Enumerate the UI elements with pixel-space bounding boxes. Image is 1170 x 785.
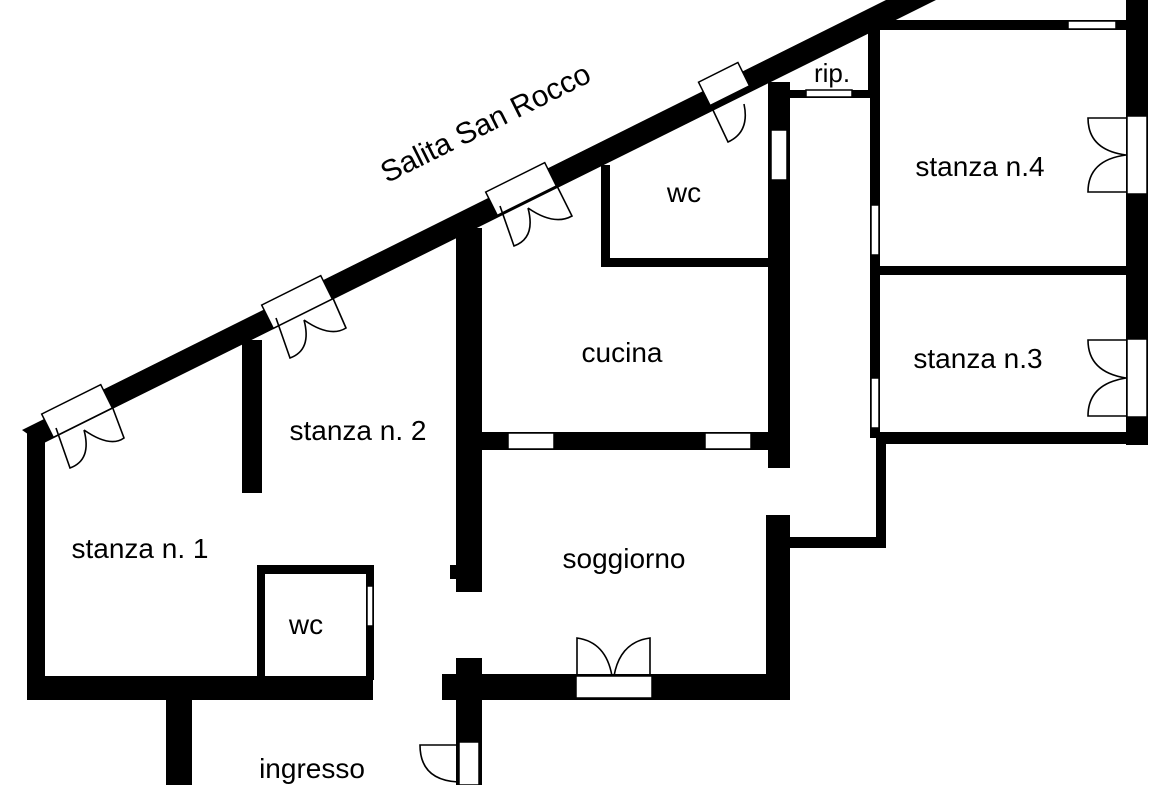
window-facade-1 bbox=[40, 383, 114, 439]
partition-stanza1-2 bbox=[242, 340, 262, 493]
window-east-stanza3 bbox=[1126, 338, 1148, 418]
wc1-west-wall bbox=[257, 565, 265, 680]
wc2-south-wall bbox=[601, 258, 776, 267]
soggiorno-step-wall bbox=[766, 537, 886, 548]
window-facade-2 bbox=[260, 274, 334, 330]
ingresso-east-wall-top bbox=[456, 658, 482, 678]
ingresso-west-wall bbox=[166, 696, 192, 785]
room-label-soggiorno: soggiorno bbox=[563, 543, 686, 574]
window-facade-4 bbox=[697, 61, 751, 107]
south-west-wall bbox=[27, 676, 373, 700]
wc1-top-wall bbox=[257, 565, 374, 574]
stanza3-south-wall bbox=[876, 432, 1148, 444]
door-swing-stanza1 bbox=[55, 405, 125, 470]
north-wall bbox=[868, 20, 1148, 30]
walls bbox=[22, 0, 1148, 785]
window-stanza3-west bbox=[870, 377, 880, 429]
window-soggiorno-door bbox=[575, 675, 653, 699]
east-wall bbox=[1126, 0, 1148, 445]
soggiorno-east-wall bbox=[766, 515, 790, 700]
door-swing-stanza2 bbox=[275, 295, 348, 360]
room-label-ingresso: ingresso bbox=[259, 753, 365, 784]
window-stanza4-west bbox=[870, 204, 880, 256]
partition-stanza3-4 bbox=[876, 266, 1134, 275]
window-facade-3 bbox=[484, 161, 558, 217]
facade-wall bbox=[22, 0, 936, 444]
window-kitchen-1 bbox=[507, 432, 555, 450]
window-north bbox=[1067, 20, 1117, 30]
room-label-cucina: cucina bbox=[582, 337, 663, 368]
window-east-stanza4 bbox=[1126, 115, 1148, 195]
window-corridor-1 bbox=[770, 129, 788, 181]
corridor-east-wall bbox=[876, 432, 886, 548]
room-label-stanza-4: stanza n.4 bbox=[915, 151, 1044, 182]
room-label-wc-2: wc bbox=[666, 177, 701, 208]
window-wc1 bbox=[366, 585, 374, 627]
room-label-stanza-2: stanza n. 2 bbox=[290, 415, 427, 446]
room-label-ripostiglio: rip. bbox=[814, 58, 850, 88]
window-rip bbox=[805, 89, 853, 98]
wc2-west-wall bbox=[601, 165, 610, 265]
door-swing-ingresso bbox=[419, 744, 459, 783]
room-label-wc-1: wc bbox=[288, 609, 323, 640]
window-swing-stanza4 bbox=[1087, 117, 1127, 193]
door-swing-soggiorno bbox=[576, 637, 651, 677]
stanza1-west-wall bbox=[27, 432, 45, 700]
room-label-stanza-1: stanza n. 1 bbox=[72, 533, 209, 564]
window-swing-stanza3 bbox=[1087, 339, 1127, 417]
door-swing-cucina bbox=[499, 183, 574, 248]
stanza2-east-wall bbox=[456, 228, 482, 592]
room-label-stanza-3: stanza n.3 bbox=[913, 343, 1042, 374]
door-swing-wc bbox=[711, 103, 747, 144]
door-swings bbox=[55, 103, 1127, 783]
window-ingresso bbox=[458, 741, 480, 785]
stanza2-wall-stub bbox=[450, 565, 460, 579]
window-kitchen-2 bbox=[704, 432, 752, 450]
windows bbox=[40, 20, 1148, 785]
